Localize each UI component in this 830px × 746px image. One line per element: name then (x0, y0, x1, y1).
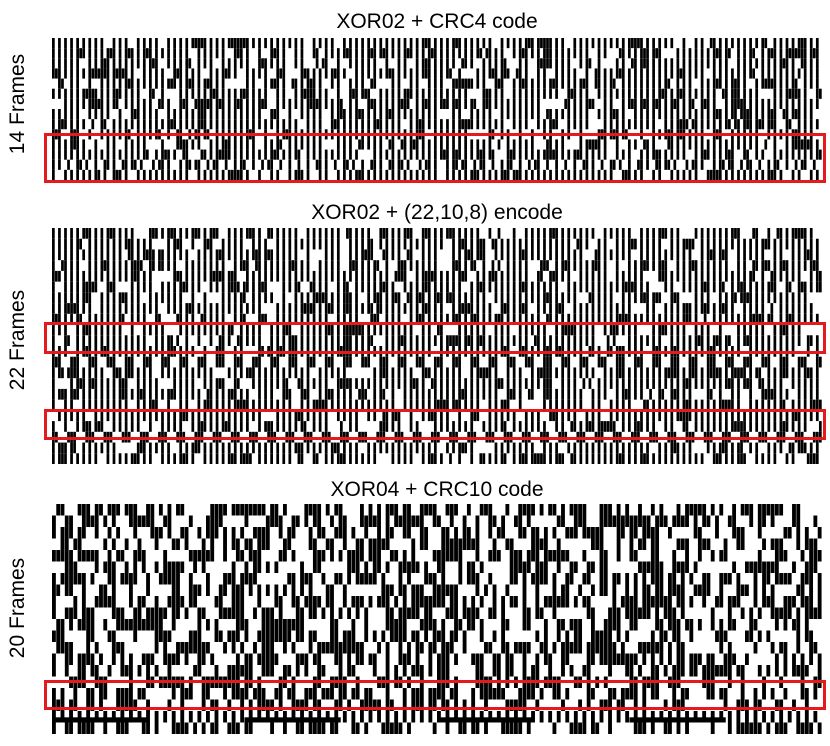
frame-row (52, 281, 822, 293)
frame-row (52, 399, 822, 411)
frame-row (52, 169, 819, 180)
frame-row (58, 410, 819, 422)
frame-row (52, 58, 819, 69)
frame-row (52, 388, 819, 400)
frame-row (52, 607, 822, 619)
frame-row (52, 665, 822, 677)
frame-row (52, 109, 813, 120)
frame-row (64, 561, 818, 573)
panel-2-frames-label: 22 Frames (6, 289, 29, 391)
frame-row (52, 699, 809, 711)
frame-row (60, 538, 818, 550)
frame-row (52, 527, 822, 539)
frame-row (52, 313, 819, 325)
frame-row (52, 249, 819, 261)
frame-row (52, 442, 819, 454)
frame-row (52, 88, 822, 99)
frame-row (52, 584, 822, 596)
panel-3-title: XOR04 + CRC10 code (330, 478, 544, 501)
frame-row (52, 119, 819, 130)
frame-row (52, 550, 822, 562)
frame-row (52, 573, 822, 585)
frame-row (52, 596, 822, 608)
frame-row (52, 48, 819, 59)
panel-1-title: XOR02 + CRC4 code (336, 10, 538, 33)
frame-row (52, 367, 819, 379)
frame-row (52, 38, 819, 49)
frame-row (52, 68, 819, 79)
panel-1-highlight-box-1 (44, 133, 826, 183)
frame-row (52, 711, 818, 723)
frame-row (52, 303, 813, 314)
panel-3-stripe-pattern (52, 504, 822, 734)
crc10-block (437, 717, 534, 723)
frame-row (52, 260, 819, 271)
frame-row (52, 335, 819, 346)
frame-row (52, 356, 822, 368)
frame-row (56, 642, 818, 654)
frame-row (52, 270, 822, 282)
panel-2-highlight-box-1 (44, 322, 826, 354)
panel-3-highlight-box-1 (44, 680, 826, 710)
frame-row (52, 238, 819, 250)
crc10-block (244, 717, 341, 723)
frame-row (52, 159, 816, 170)
frame-row (58, 78, 819, 89)
panel-1-frames-label: 14 Frames (6, 53, 29, 155)
frame-row (52, 324, 801, 336)
frame-row (52, 421, 822, 432)
crc10-block (52, 717, 149, 723)
frame-row (52, 228, 813, 239)
panel-2-title: XOR02 + (22,10,8) encode (311, 201, 563, 224)
panel-3-frames-label: 20 Frames (6, 557, 29, 659)
frame-row (52, 139, 819, 150)
frame-row (52, 653, 822, 665)
frame-row (52, 149, 822, 160)
frame-row (52, 378, 819, 389)
frame-row (52, 688, 818, 700)
frame-row (52, 630, 814, 642)
frame-row (52, 453, 819, 464)
frame-row (52, 292, 807, 304)
frame-row (52, 515, 818, 527)
frame-row (64, 98, 819, 109)
frame-row (56, 504, 801, 516)
crc10-block (629, 717, 726, 723)
panel-2-highlight-box-2 (44, 409, 826, 440)
frame-row (52, 722, 822, 734)
frame-row (56, 619, 809, 631)
